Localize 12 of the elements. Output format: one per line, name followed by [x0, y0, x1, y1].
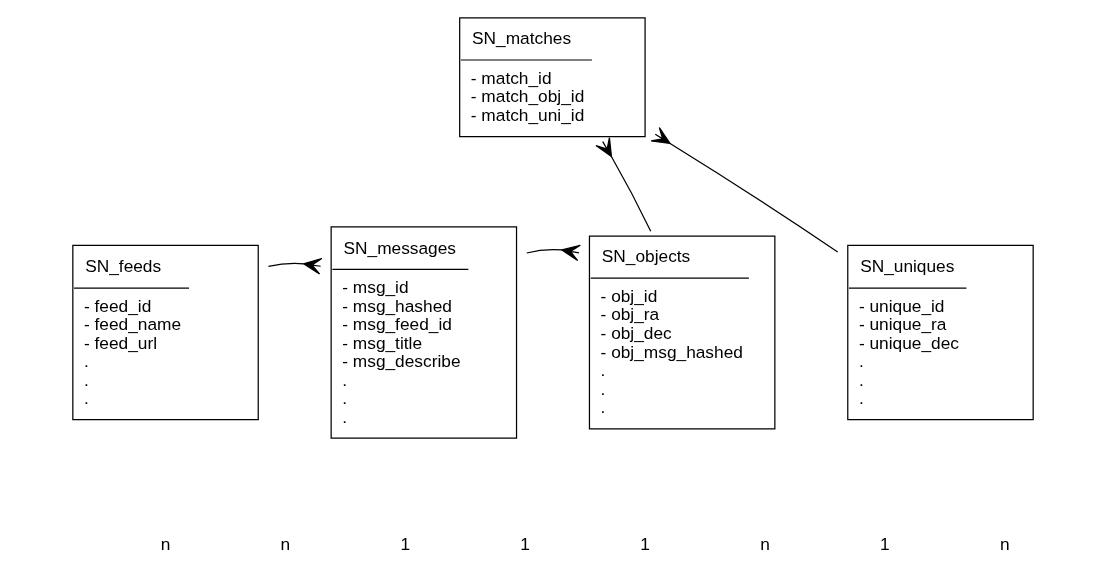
connector	[267, 257, 323, 275]
label: n	[999, 534, 1010, 555]
label: n	[160, 534, 171, 555]
label: 1	[400, 534, 411, 555]
label: 1	[640, 534, 650, 555]
label: n	[760, 534, 770, 555]
connector	[595, 137, 652, 232]
connector	[650, 127, 839, 253]
label: 1	[520, 534, 530, 555]
label: n	[280, 534, 291, 555]
connector	[526, 244, 581, 262]
label: 1	[880, 534, 890, 555]
